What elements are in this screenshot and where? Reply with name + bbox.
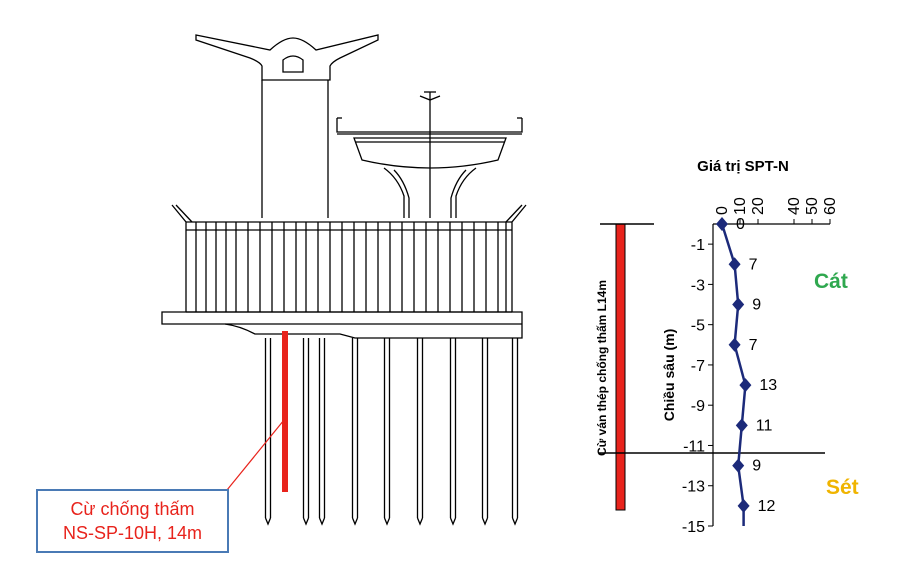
girder-section: [336, 91, 523, 218]
pile: [383, 338, 391, 526]
spt-point-marker: [737, 498, 750, 513]
spt-point-label: 13: [759, 377, 777, 394]
y-tick-label: -13: [682, 479, 705, 496]
sheet-pile-label: Cừ ván thép chống thấm L14m: [595, 280, 609, 456]
y-tick-label: -11: [683, 438, 705, 455]
y-tick-label: -1: [691, 237, 705, 254]
pile: [416, 338, 424, 526]
x-tick-label: 50: [804, 197, 821, 215]
pile: [302, 338, 310, 526]
x-tick-label: 60: [822, 197, 839, 215]
y-tick-label: -15: [682, 519, 705, 536]
pile: [449, 338, 457, 526]
spt-point-marker: [739, 378, 752, 393]
callout-line-1: Cừ chống thấm: [70, 499, 195, 519]
pile: [481, 338, 489, 526]
spt-point-marker: [735, 418, 748, 433]
sheet-pile-callout: Cừ chống thấm NS-SP-10H, 14m: [36, 489, 229, 553]
y-axis-ticks: -1 -3 -5 -7 -9 -11 -13 -15: [682, 237, 713, 536]
y-axis-label: Chiều sâu (m): [661, 329, 677, 422]
pile: [351, 338, 359, 526]
pile: [264, 338, 272, 526]
bridge-pier-elevation: [161, 34, 527, 526]
y-tick-label: -7: [691, 358, 705, 375]
spt-series: 0 7 9 7 13 11 9 12: [716, 216, 777, 526]
spt-point-marker: [732, 458, 745, 473]
x-tick-label: 0: [714, 206, 731, 215]
spt-point-label: 11: [756, 417, 773, 434]
chart-title: Giá trị SPT-N: [697, 158, 789, 175]
pile: [511, 338, 519, 526]
pile-cap: [171, 204, 527, 313]
sheet-pile: [282, 331, 288, 492]
foundation-piles: [264, 338, 519, 526]
spt-point-marker: [732, 297, 745, 312]
spt-point-marker: [728, 337, 741, 352]
callout-line-2: NS-SP-10H, 14m: [62, 523, 203, 543]
y-tick-label: -3: [691, 277, 705, 294]
pier-arch-opening: [282, 55, 304, 73]
y-tick-label: -9: [691, 398, 705, 415]
spt-point-label: 9: [752, 297, 761, 314]
footing-slab: [161, 311, 523, 339]
pier-cap: [195, 34, 379, 81]
spt-point-label: 12: [758, 498, 776, 515]
pile-cap-ribs: [195, 222, 507, 312]
spt-point-label: 7: [749, 256, 758, 273]
soil-label-clay: Sét: [826, 476, 859, 499]
x-tick-label: 40: [786, 197, 803, 215]
soil-label-sand: Cát: [814, 270, 848, 293]
spt-point-label: 7: [749, 337, 758, 354]
sheet-pile-profile-bar: [615, 223, 626, 511]
pile: [318, 338, 326, 526]
x-tick-label: 20: [750, 197, 767, 215]
callout-leader: [226, 419, 285, 491]
spt-point-label: 0: [736, 216, 745, 233]
spt-point-marker: [728, 257, 741, 272]
spt-point-marker: [716, 217, 728, 231]
x-tick-label: 10: [732, 197, 749, 215]
y-tick-label: -5: [691, 318, 705, 335]
spt-point-label: 9: [752, 458, 761, 475]
